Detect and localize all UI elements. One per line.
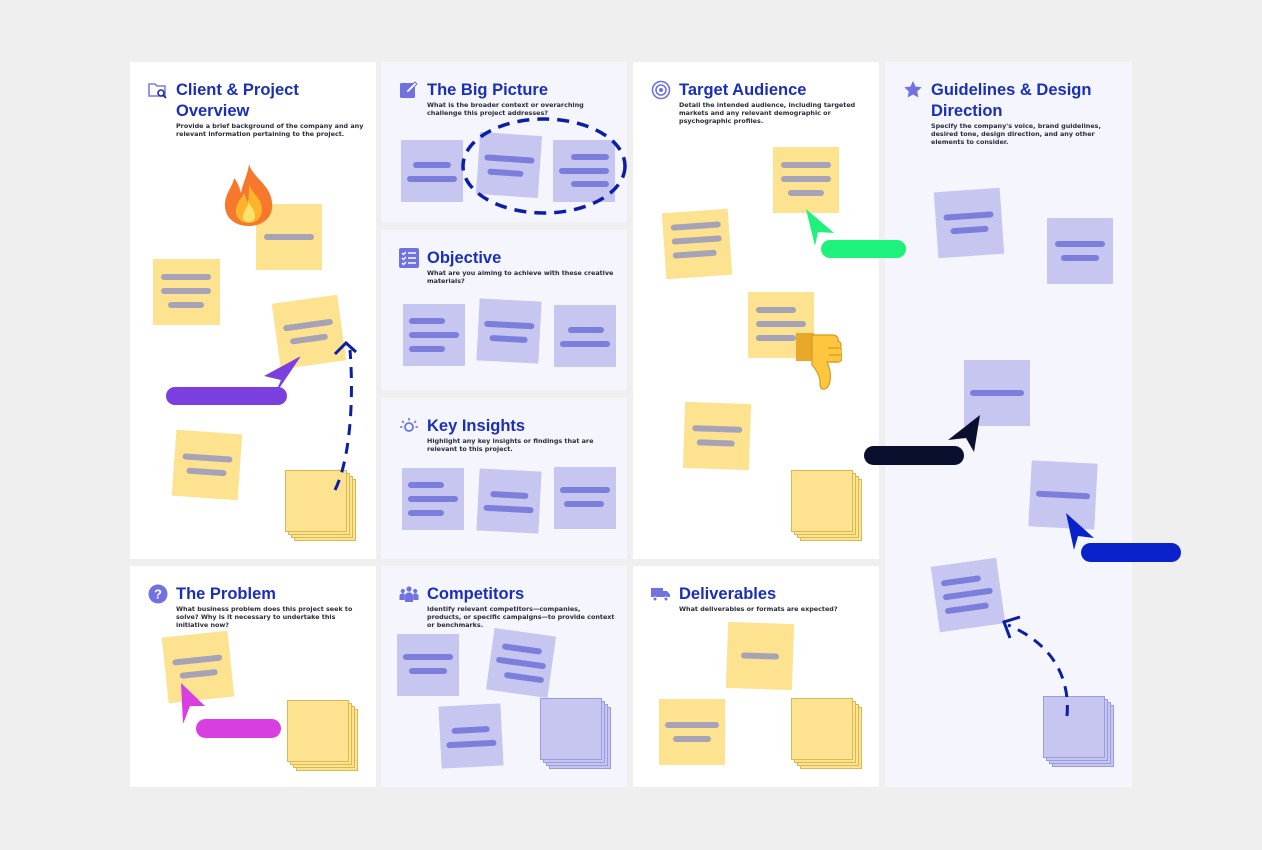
panel-description: Detail the intended audience, including …	[679, 101, 856, 125]
dashed-connector[interactable]	[333, 349, 353, 491]
connector-arrowhead	[333, 340, 358, 356]
panel-description: Provide a brief background of the compan…	[176, 122, 364, 138]
svg-text:?: ?	[154, 587, 162, 602]
dashed-highlight-ellipse[interactable]	[461, 117, 627, 215]
star-icon	[904, 81, 922, 98]
panel-description: What business problem does this project …	[176, 605, 353, 629]
panel-title: Target Audience	[679, 81, 807, 99]
sticky-note-stack[interactable]	[285, 470, 356, 541]
sticky-note-stack[interactable]	[287, 700, 358, 771]
collaborator-cursor-magenta	[181, 683, 281, 738]
sticky-note-stack[interactable]	[1043, 696, 1114, 767]
sticky-note-stack[interactable]	[540, 698, 611, 769]
delivery-truck-icon	[651, 588, 670, 602]
sticky-note[interactable]	[1047, 218, 1113, 284]
connector-arrowhead	[1002, 615, 1021, 639]
panel-title: Key Insights	[427, 417, 526, 435]
sticky-note[interactable]	[401, 140, 463, 202]
sticky-note[interactable]	[153, 259, 220, 325]
collaborator-cursor-purple	[166, 356, 300, 405]
thumbs-down-emoji	[796, 333, 842, 390]
sticky-note[interactable]	[553, 140, 615, 202]
collaborator-cursor-navy	[864, 415, 980, 465]
panel-description: Highlight any key insights or findings t…	[427, 437, 594, 453]
target-icon	[651, 80, 671, 100]
sticky-note-stack[interactable]	[791, 470, 862, 541]
edit-pencil-icon	[400, 81, 418, 98]
sticky-note[interactable]	[403, 304, 465, 366]
panel-title: The Big Picture	[427, 81, 549, 99]
sticky-note[interactable]	[397, 634, 459, 696]
lightbulb-icon	[400, 418, 418, 432]
panel-title: Competitors	[427, 585, 525, 603]
panel-title: Objective	[427, 249, 502, 267]
panel-description: Identify relevant competitors—companies,…	[427, 605, 615, 629]
people-group-icon	[399, 586, 419, 602]
folder-search-icon	[148, 83, 167, 99]
dashed-connector[interactable]	[1007, 623, 1069, 717]
collaborator-cursor-green	[806, 209, 906, 258]
panel-title: Deliverables	[679, 585, 777, 603]
panel-description: What deliverables or formats are expecte…	[679, 605, 838, 613]
panel-title: Client & Project Overview	[176, 81, 299, 120]
sticky-note[interactable]	[773, 147, 839, 213]
panel-description: What are you aiming to achieve with thes…	[427, 269, 614, 285]
sticky-note[interactable]	[659, 699, 725, 765]
panel-description: Specify the company's voice, brand guide…	[931, 122, 1101, 146]
collaborator-cursor-blue	[1066, 513, 1181, 562]
fire-emoji	[224, 164, 273, 226]
sticky-note[interactable]	[964, 360, 1030, 426]
sticky-note[interactable]	[554, 467, 616, 529]
checklist-icon	[399, 248, 419, 268]
panel-description: What is the broader context or overarchi…	[427, 101, 584, 117]
sticky-note[interactable]	[554, 305, 616, 367]
panel-title: Guidelines & Design Direction	[931, 81, 1092, 120]
sticky-note[interactable]	[402, 468, 464, 530]
panel-title: The Problem	[176, 585, 276, 603]
question-icon: ?	[148, 584, 168, 604]
sticky-note-stack[interactable]	[791, 698, 862, 769]
